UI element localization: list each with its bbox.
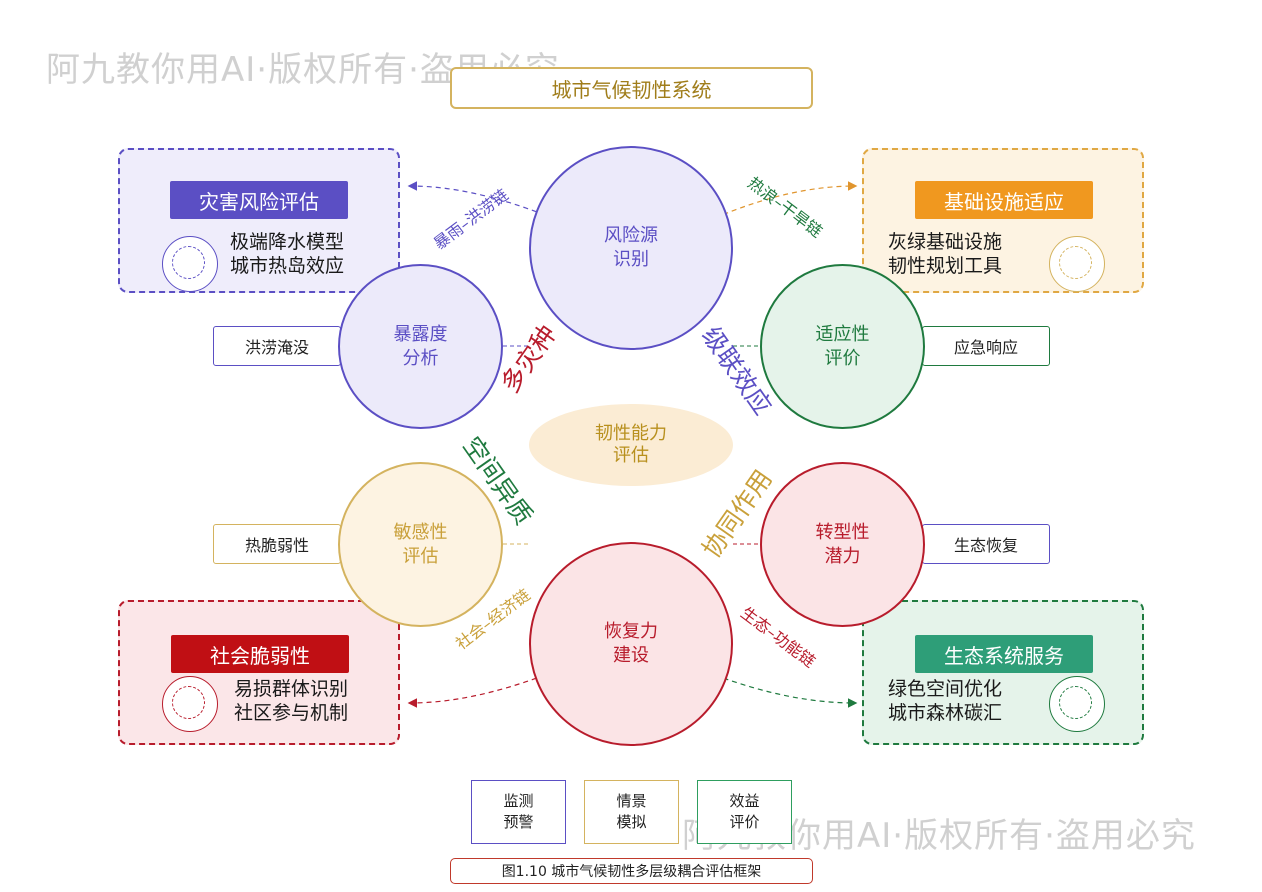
panel-social-vulnerability: 社会脆弱性 易损群体识别 社区参与机制 bbox=[118, 600, 400, 745]
panel-disaster-risk: 灾害风险评估 极端降水模型 城市热岛效应 bbox=[118, 148, 400, 293]
center-ellipse-line-2: 评估 bbox=[613, 445, 649, 466]
legend-benefit-line-1: 效益 bbox=[729, 792, 760, 810]
legend-benefit-line-2: 评价 bbox=[729, 813, 760, 831]
panel-eco-tag: 生态系统服务 bbox=[915, 635, 1093, 673]
circle-recovery: 恢复力 建设 bbox=[529, 542, 733, 746]
legend-scenario-line-1: 情景 bbox=[616, 792, 647, 810]
panel-disaster-item-1: 极端降水模型 bbox=[230, 231, 345, 253]
panel-disaster-tag: 灾害风险评估 bbox=[170, 181, 348, 219]
panel-social-item-1: 易损群体识别 bbox=[234, 678, 349, 700]
circle-recovery-line-2: 建设 bbox=[613, 645, 649, 666]
circle-risk-line-2: 识别 bbox=[613, 249, 649, 270]
circle-risk-line-1: 风险源 bbox=[604, 225, 658, 246]
panel-infra-tag: 基础设施适应 bbox=[915, 181, 1093, 219]
panel-eco-item-1: 绿色空间优化 bbox=[888, 678, 1003, 700]
circle-exposure-line-2: 分析 bbox=[402, 347, 439, 369]
circle-transform-line-2: 潜力 bbox=[824, 545, 861, 567]
diagram-title: 城市气候韧性系统 bbox=[450, 67, 813, 109]
circle-adapt-line-2: 评价 bbox=[824, 347, 861, 369]
panel-eco-item-2: 城市森林碳汇 bbox=[888, 702, 1003, 724]
circle-exposure-line-1: 暴露度 bbox=[393, 323, 448, 345]
side-box-flood: 洪涝淹没 bbox=[213, 326, 341, 366]
panel-infra-item-2: 韧性规划工具 bbox=[888, 255, 1003, 277]
legend-scenario: 情景 模拟 bbox=[584, 780, 679, 844]
panel-ecosystem-services: 生态系统服务 绿色空间优化 城市森林碳汇 bbox=[862, 600, 1144, 745]
side-box-eco-recovery: 生态恢复 bbox=[922, 524, 1050, 564]
circle-risk-source: 风险源 识别 bbox=[529, 146, 733, 350]
figure-caption: 图1.10 城市气候韧性多层级耦合评估框架 bbox=[450, 858, 813, 884]
panel-disaster-item-2: 城市热岛效应 bbox=[230, 255, 345, 277]
ring-icon bbox=[1049, 236, 1105, 292]
circle-adapt-line-1: 适应性 bbox=[815, 323, 870, 345]
ring-icon bbox=[162, 676, 218, 732]
side-box-heat-vulnerability: 热脆弱性 bbox=[213, 524, 341, 564]
center-ellipse-line-1: 韧性能力 bbox=[595, 423, 667, 444]
legend-scenario-line-2: 模拟 bbox=[616, 813, 647, 831]
circle-adaptability: 适应性 评价 bbox=[760, 264, 925, 429]
ring-icon bbox=[1049, 676, 1105, 732]
side-box-emergency: 应急响应 bbox=[922, 326, 1050, 366]
legend-monitoring-line-1: 监测 bbox=[503, 792, 534, 810]
ring-icon bbox=[162, 236, 218, 292]
panel-infrastructure: 基础设施适应 灰绿基础设施 韧性规划工具 bbox=[862, 148, 1144, 293]
circle-sensitivity-line-2: 评估 bbox=[402, 545, 439, 567]
circle-exposure: 暴露度 分析 bbox=[338, 264, 503, 429]
legend-monitoring: 监测 预警 bbox=[471, 780, 566, 844]
panel-social-tag: 社会脆弱性 bbox=[171, 635, 349, 673]
circle-recovery-line-1: 恢复力 bbox=[604, 621, 658, 642]
circle-transformation: 转型性 潜力 bbox=[760, 462, 925, 627]
panel-infra-item-1: 灰绿基础设施 bbox=[888, 231, 1003, 253]
circle-transform-line-1: 转型性 bbox=[815, 521, 870, 543]
legend-benefit: 效益 评价 bbox=[697, 780, 792, 844]
legend-monitoring-line-2: 预警 bbox=[503, 813, 534, 831]
circle-sensitivity-line-1: 敏感性 bbox=[393, 521, 448, 543]
circle-sensitivity: 敏感性 评估 bbox=[338, 462, 503, 627]
panel-social-item-2: 社区参与机制 bbox=[234, 702, 349, 724]
center-ellipse-resilience: 韧性能力 评估 bbox=[529, 404, 733, 486]
